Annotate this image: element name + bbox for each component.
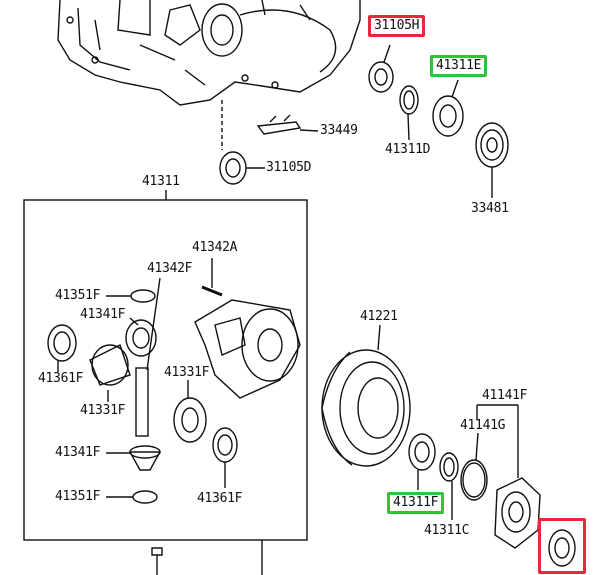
washer-41361f-left — [47, 324, 77, 372]
ring-gear-41221 — [321, 324, 411, 467]
part-label-41311d[interactable]: 41311D — [385, 142, 431, 157]
seal-highlight-box[interactable] — [538, 518, 586, 574]
part-label-41141g[interactable]: 41141G — [460, 418, 506, 433]
seal-33481 — [475, 122, 509, 198]
part-label-41141f[interactable]: 41141F — [482, 388, 528, 403]
pin-41342a — [201, 258, 223, 297]
oring-41141g — [460, 432, 488, 501]
part-label-41351f-top[interactable]: 41351F — [55, 288, 101, 303]
part-label-41331f-right[interactable]: 41331F — [164, 365, 210, 380]
shim-41311d — [399, 85, 419, 141]
part-label-41342f[interactable]: 41342F — [147, 261, 193, 276]
part-label-41221[interactable]: 41221 — [360, 309, 398, 324]
gear-41341f-bottom — [106, 445, 162, 471]
part-label-41311[interactable]: 41311 — [142, 174, 180, 189]
part-label-41361f-left[interactable]: 41361F — [38, 371, 84, 386]
part-label-41351f-bottom[interactable]: 41351F — [55, 489, 101, 504]
shim-41311c — [439, 452, 459, 520]
part-label-41361f-bottom[interactable]: 41361F — [197, 491, 243, 506]
shaft-41342f — [135, 277, 161, 437]
assembly-box-41311 — [23, 190, 308, 575]
bolt-bottom — [151, 547, 163, 575]
part-label-41342a[interactable]: 41342A — [192, 240, 238, 255]
part-label-31105d[interactable]: 31105D — [266, 160, 312, 175]
part-label-41331f-left[interactable]: 41331F — [80, 403, 126, 418]
part-label-41311c[interactable]: 41311C — [424, 523, 470, 538]
bearing-41311e — [432, 79, 464, 137]
part-label-31105h-highlighted[interactable]: 31105H — [368, 15, 426, 37]
seal-31105h — [368, 44, 394, 93]
washer-41351f-bottom — [106, 490, 158, 504]
washer-41361f-right — [212, 427, 238, 488]
part-label-41341f-top[interactable]: 41341F — [80, 307, 126, 322]
seal-bottom-right — [548, 529, 576, 567]
side-gear-41331f-left — [89, 344, 131, 402]
differential-case — [194, 299, 301, 399]
transmission-case — [57, 0, 361, 106]
part-label-33481[interactable]: 33481 — [471, 201, 509, 216]
gear-41341f-top — [125, 317, 157, 357]
washer-41351f-top — [106, 289, 156, 303]
part-label-33449[interactable]: 33449 — [320, 123, 358, 138]
bearing-41311f-lower — [408, 433, 436, 490]
bracket-33449 — [256, 114, 319, 135]
seal-31105d — [219, 100, 265, 185]
part-label-41311f-highlighted[interactable]: 41311F — [387, 492, 445, 514]
side-gear-41331f-right — [173, 380, 207, 443]
part-label-41311e-highlighted[interactable]: 41311E — [430, 55, 488, 77]
part-label-41341f-bottom[interactable]: 41341F — [55, 445, 101, 460]
